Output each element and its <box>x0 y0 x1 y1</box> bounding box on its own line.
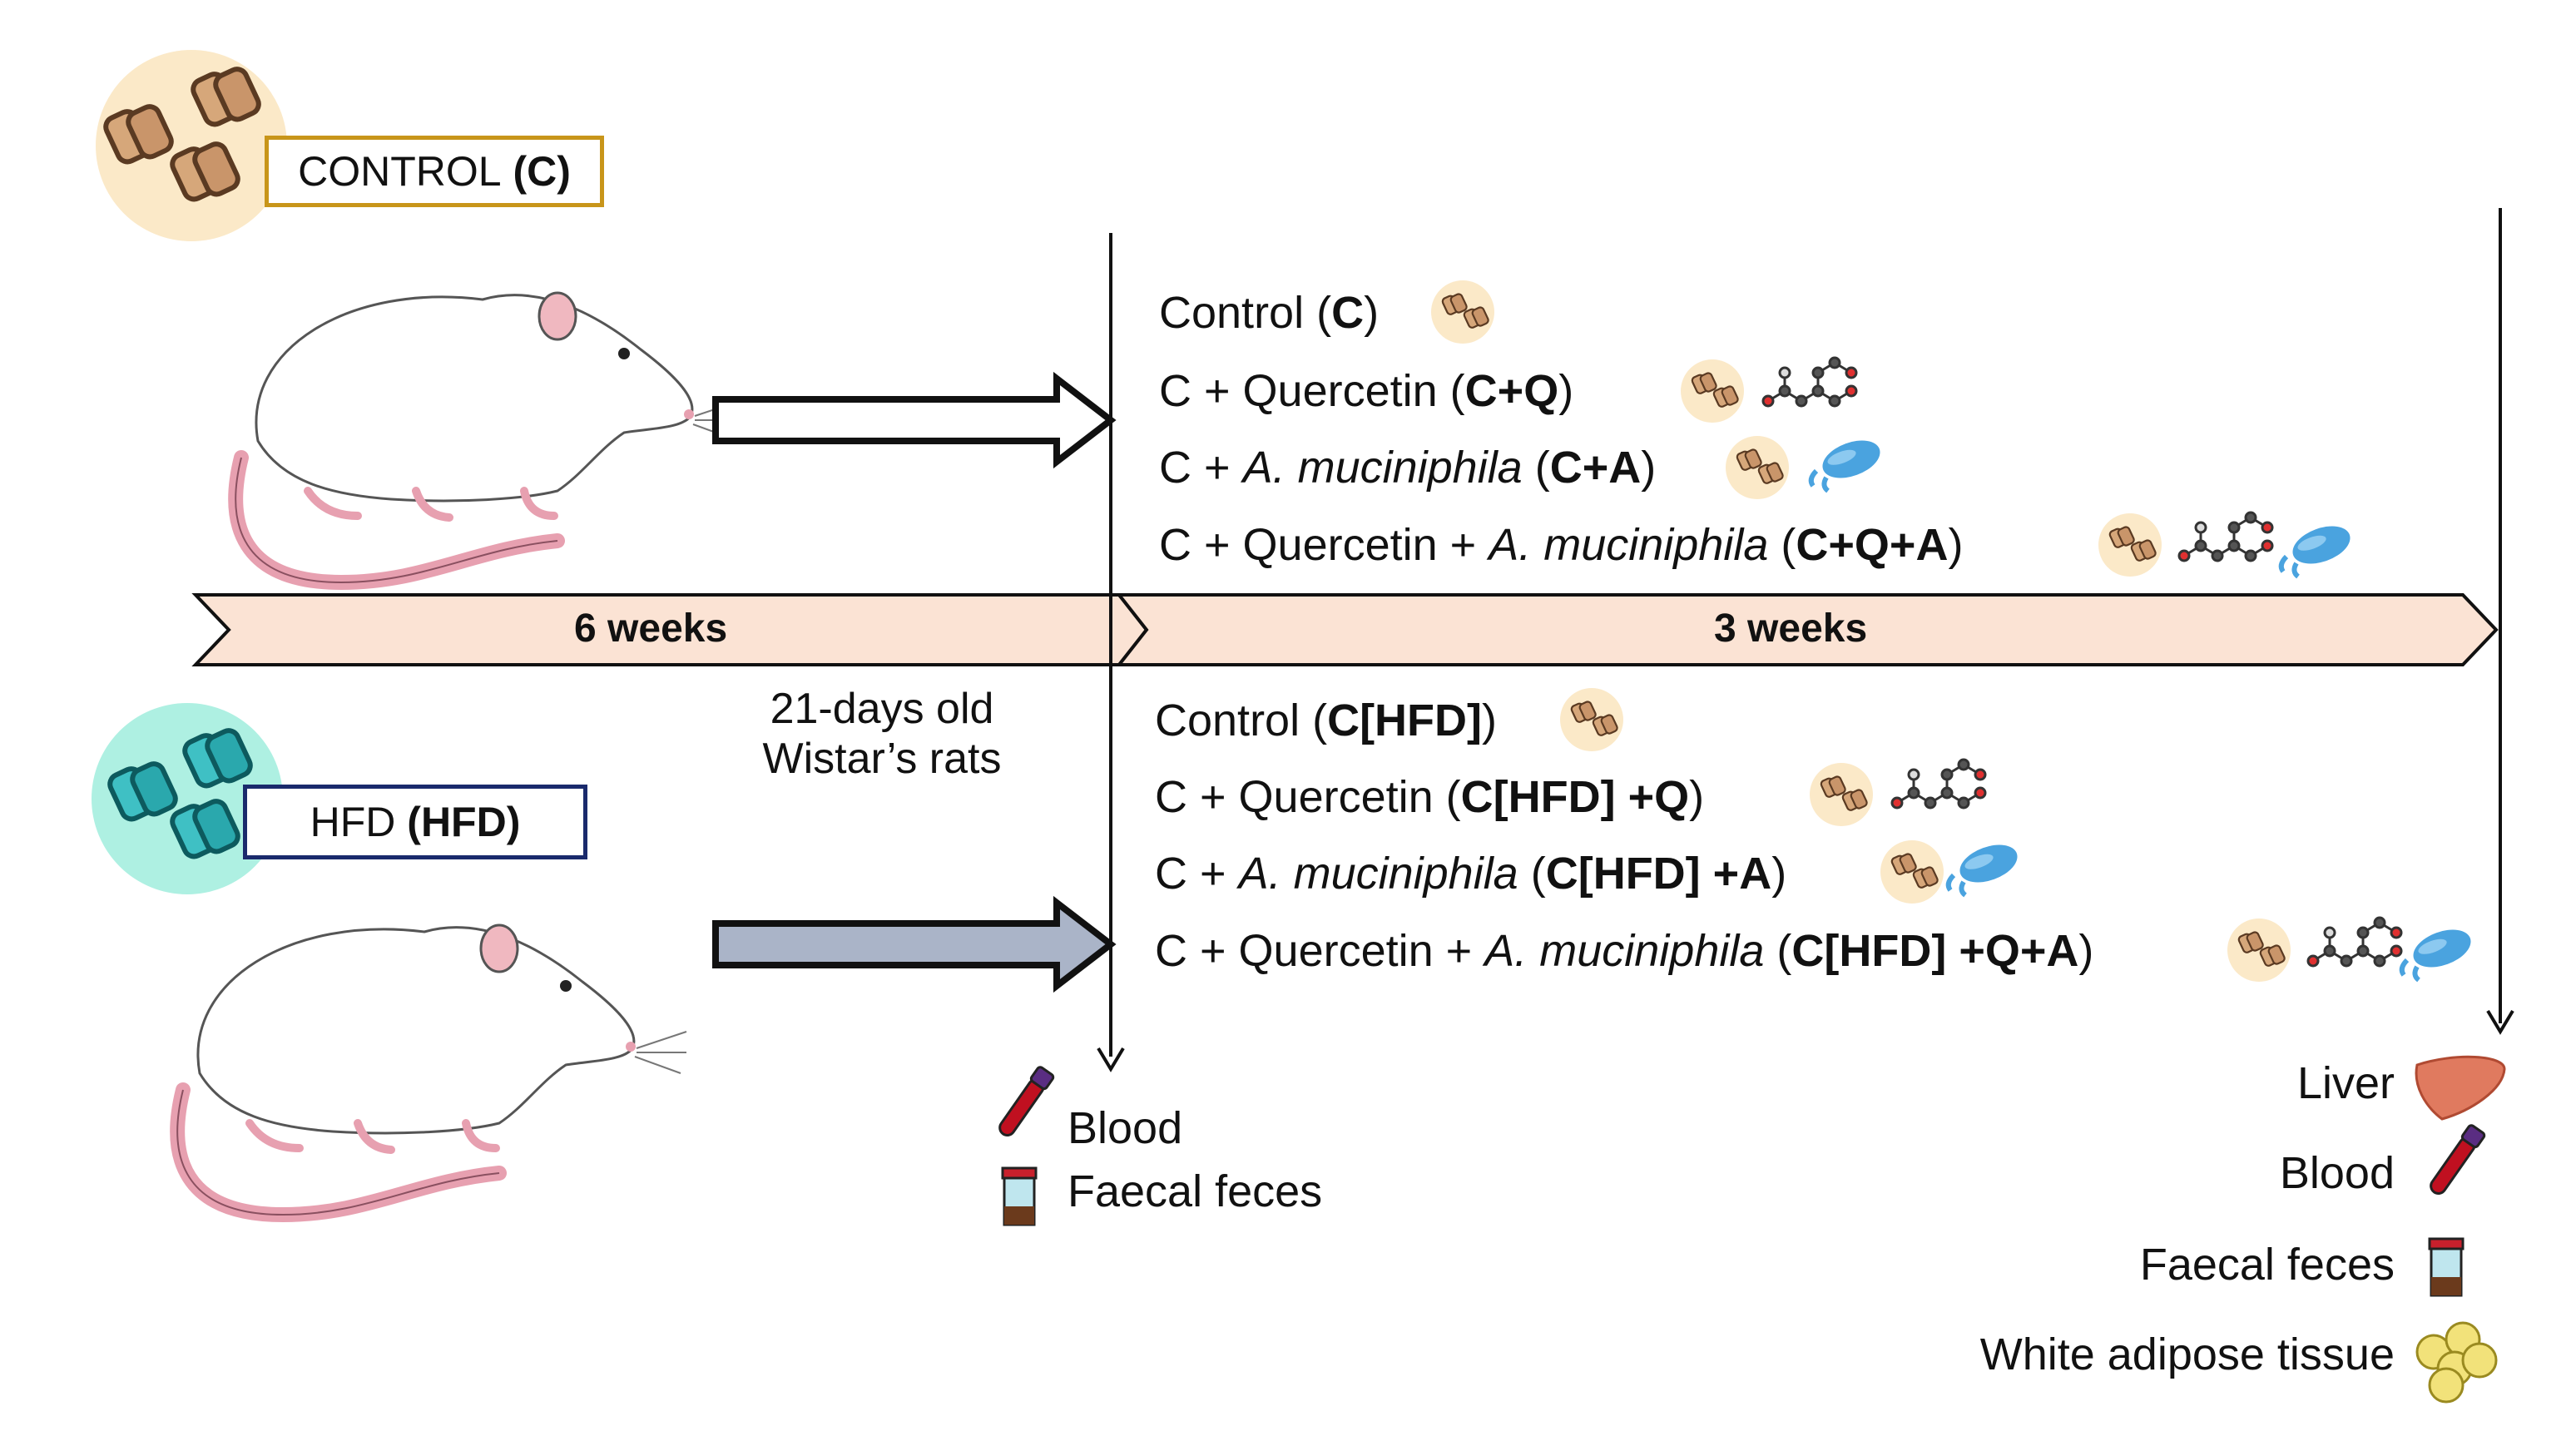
blood-tube-icon <box>2425 1122 2487 1199</box>
sample-feces-week6: Faecal feces <box>1068 1166 1323 1216</box>
week6-arrowhead <box>1097 1047 1125 1072</box>
control-diet-abbr: (C) <box>513 148 571 195</box>
pellet-icon <box>1431 280 1494 344</box>
hfd-group-1: Control (C[HFD]) <box>1155 696 1498 745</box>
pellet-icon <box>2227 919 2291 982</box>
quercetin-molecule-icon <box>2306 916 2403 968</box>
control-diet-name: CONTROL <box>298 148 502 195</box>
pellet-icon <box>1726 436 1789 499</box>
feces-container-icon <box>2428 1237 2465 1297</box>
timeline-phase1-label: 6 weeks <box>574 607 728 651</box>
liver-icon <box>2415 1055 2506 1121</box>
control-group-3: C + A. muciniphila (C+A) <box>1159 443 1657 493</box>
bacteria-icon <box>1811 433 1885 491</box>
pellet-icon <box>1681 359 1744 423</box>
sample-adipose-final: White adipose tissue <box>1979 1329 2395 1379</box>
bacteria-icon <box>2281 519 2356 577</box>
timeline-phase2-label: 3 weeks <box>1714 607 1868 651</box>
rats-note-line1: 21-days old <box>770 685 994 733</box>
hfd-diet-abbr: (HFD) <box>407 799 521 845</box>
hfd-arrow <box>712 895 1117 993</box>
sample-liver-final: Liver <box>2296 1058 2395 1108</box>
hfd-group-3: C + A. muciniphila (C[HFD] +A) <box>1155 849 1787 899</box>
control-diet-label: CONTROL (C) <box>265 136 604 207</box>
hfd-diet-label: HFD (HFD) <box>243 785 587 859</box>
pellet-icon <box>2098 513 2162 577</box>
bacteria-icon <box>1949 838 2023 895</box>
rat-icon <box>177 925 686 1215</box>
rat-icon <box>235 293 745 582</box>
control-group-1: Control (C) <box>1159 288 1380 338</box>
sample-blood-final: Blood <box>2279 1148 2395 1198</box>
final-arrowhead <box>2486 1009 2514 1035</box>
sample-feces-final: Faecal feces <box>2139 1240 2395 1290</box>
sample-blood-week6: Blood <box>1068 1103 1183 1153</box>
blood-tube-icon <box>993 1064 1056 1141</box>
feces-container-icon <box>1001 1166 1038 1226</box>
timeline-phase2-chevron <box>1115 593 2499 666</box>
quercetin-molecule-icon <box>1761 356 1858 408</box>
adipose-tissue-icon <box>2415 1321 2498 1404</box>
pellet-icon <box>1880 840 1944 904</box>
rats-note: 21-days old Wistar’s rats <box>749 684 1015 784</box>
hfd-group-2: C + Quercetin (C[HFD] +Q) <box>1155 772 1705 822</box>
quercetin-molecule-icon <box>2177 511 2274 562</box>
hfd-diet-name: HFD <box>310 799 396 845</box>
quercetin-molecule-icon <box>1890 758 1987 810</box>
control-group-2: C + Quercetin (C+Q) <box>1159 366 1574 416</box>
bacteria-icon <box>2402 923 2476 980</box>
control-group-4: C + Quercetin + A. muciniphila (C+Q+A) <box>1159 520 1964 570</box>
hfd-group-4: C + Quercetin + A. muciniphila (C[HFD] +… <box>1155 926 2094 976</box>
control-arrow <box>712 371 1117 469</box>
pellet-icon <box>1810 763 1873 826</box>
pellet-icon <box>1560 688 1623 751</box>
rats-note-line2: Wistar’s rats <box>762 735 1002 783</box>
